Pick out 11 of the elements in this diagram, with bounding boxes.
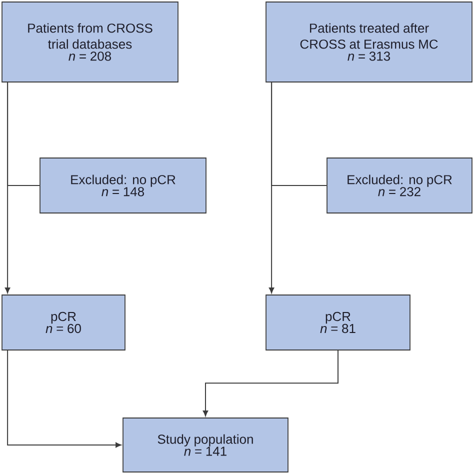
- connector-arrow: [7, 350, 122, 448]
- flow-box: pCR n = 81: [266, 294, 410, 350]
- flow-box: pCR n = 60: [2, 294, 126, 350]
- flow-box: Patients treated after CROSS at Erasmus MC n = 313: [266, 2, 472, 82]
- connector-arrow: [202, 350, 338, 416]
- flow-box: Excluded: no pCR n = 232: [326, 158, 472, 214]
- flow-box: Excluded: no pCR n = 148: [40, 158, 206, 214]
- connector-arrow: [268, 82, 274, 294]
- connector-arrow: [4, 82, 10, 294]
- flow-box: Study population n = 141: [122, 418, 288, 472]
- flow-box: Patients from CROSS trial databases n = 208: [2, 2, 178, 82]
